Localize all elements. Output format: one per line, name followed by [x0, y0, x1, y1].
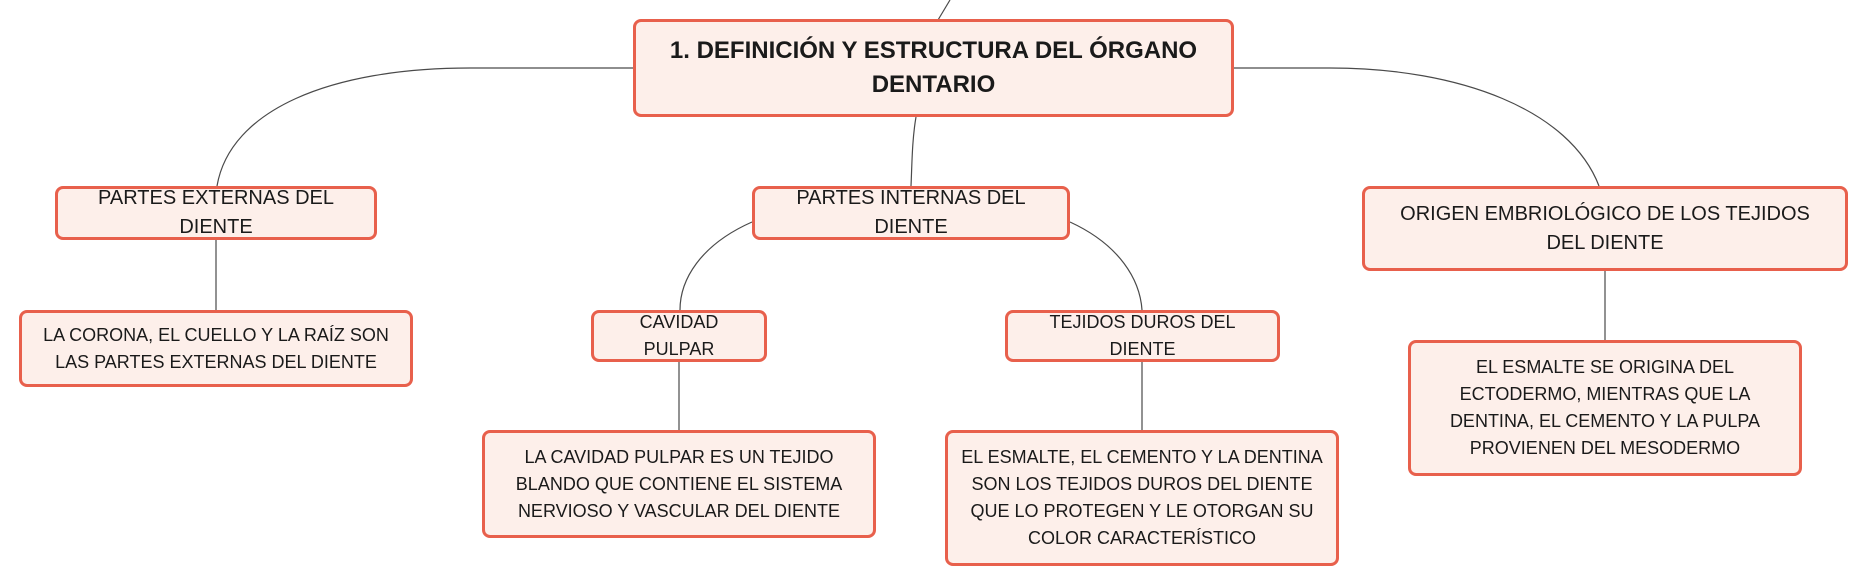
partes-internas-label: PARTES INTERNAS DEL DIENTE: [796, 187, 1026, 238]
cavidad-pulpar-label: CAVIDAD PULPAR: [639, 312, 719, 359]
tejidos-duros-node[interactable]: TEJIDOS DUROS DEL DIENTE: [1005, 310, 1280, 362]
cavidad-pulpar-node[interactable]: CAVIDAD PULPAR: [591, 310, 767, 362]
partes-externas-desc-label: LA CORONA, EL CUELLO Y LA RAÍZ SON LAS P…: [43, 324, 389, 372]
origen-embriologico-label: ORIGEN EMBRIOLÓGICO DE LOS TEJIDOS DEL D…: [1400, 202, 1810, 254]
partes-externas-label: PARTES EXTERNAS DEL DIENTE: [98, 187, 334, 238]
origen-desc-node[interactable]: EL ESMALTE SE ORIGINA DEL ECTODERMO, MIE…: [1408, 340, 1802, 476]
cavidad-pulpar-desc-label: LA CAVIDAD PULPAR ES UN TEJIDO BLANDO QU…: [515, 446, 843, 521]
origen-embriologico-node[interactable]: ORIGEN EMBRIOLÓGICO DE LOS TEJIDOS DEL D…: [1362, 186, 1848, 271]
tejidos-duros-desc-node[interactable]: EL ESMALTE, EL CEMENTO Y LA DENTINA SON …: [945, 430, 1339, 566]
partes-externas-desc-node[interactable]: LA CORONA, EL CUELLO Y LA RAÍZ SON LAS P…: [19, 310, 413, 387]
connector-main-to-origen: [1234, 67, 1600, 187]
main-topic-label: 1. DEFINICIÓN Y ESTRUCTURA DEL ÓRGANO DE…: [669, 37, 1198, 98]
origen-desc-label: EL ESMALTE SE ORIGINA DEL ECTODERMO, MIE…: [1449, 357, 1761, 458]
partes-internas-node[interactable]: PARTES INTERNAS DEL DIENTE: [752, 186, 1070, 240]
tejidos-duros-label: TEJIDOS DUROS DEL DIENTE: [1049, 312, 1236, 359]
connector-partes-internas-to-tejidos: [1069, 221, 1143, 311]
tejidos-duros-desc-label: EL ESMALTE, EL CEMENTO Y LA DENTINA SON …: [961, 447, 1323, 548]
connector-incoming-top: [937, 0, 951, 21]
partes-externas-node[interactable]: PARTES EXTERNAS DEL DIENTE: [55, 186, 377, 240]
main-topic-node[interactable]: 1. DEFINICIÓN Y ESTRUCTURA DEL ÓRGANO DE…: [633, 19, 1234, 117]
connector-main-to-partes-externas: [216, 67, 633, 187]
connector-main-to-partes-internas: [910, 116, 917, 187]
cavidad-pulpar-desc-node[interactable]: LA CAVIDAD PULPAR ES UN TEJIDO BLANDO QU…: [482, 430, 876, 538]
connector-partes-internas-to-cavidad: [679, 221, 753, 311]
